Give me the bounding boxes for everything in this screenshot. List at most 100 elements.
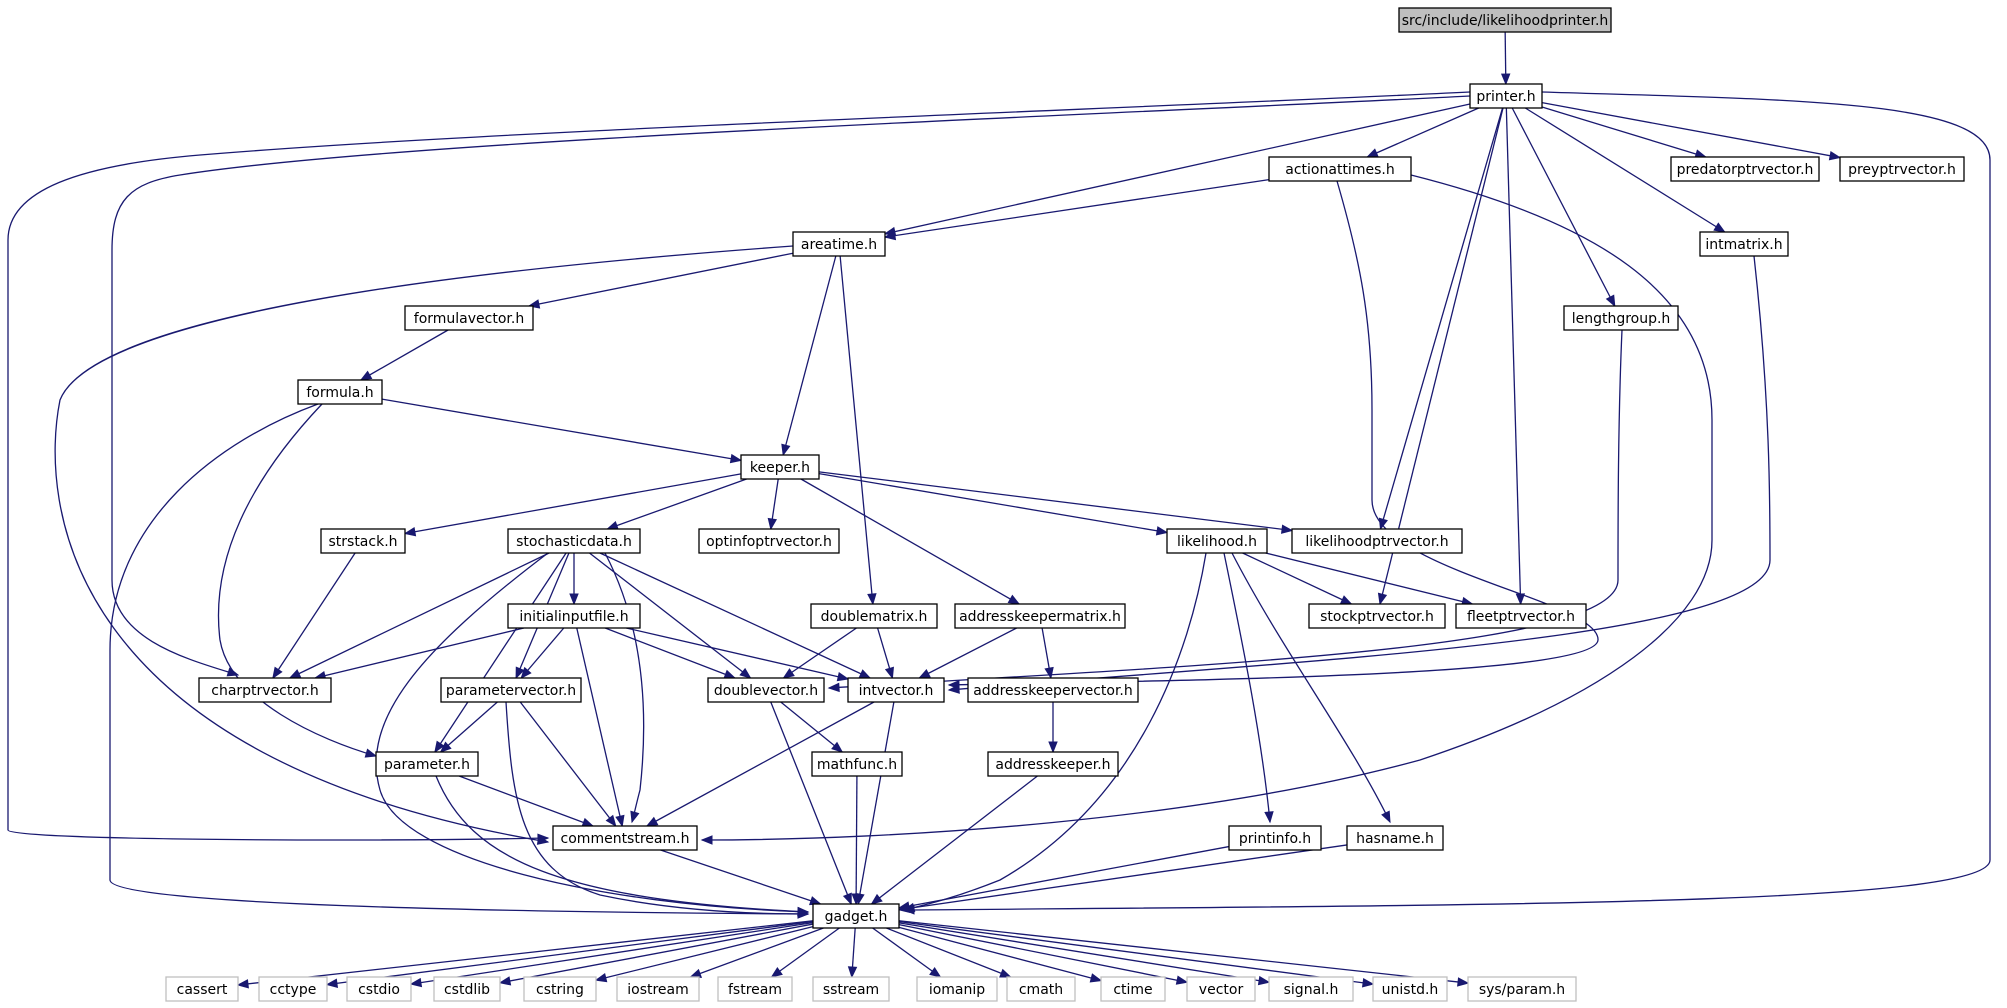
node-initialinputfile[interactable]: initialinputfile.h	[507, 603, 641, 629]
node-printinfo[interactable]: printinfo.h	[1228, 825, 1322, 851]
node-box-keeper	[740, 454, 820, 480]
node-box-gadget	[812, 903, 900, 929]
edge-gadget-to-signal	[898, 922, 1271, 986]
node-label-unistd: unistd.h	[1382, 982, 1439, 998]
node-stockptrvector[interactable]: stockptrvector.h	[1308, 603, 1446, 629]
node-label-cstdlib: cstdlib	[444, 982, 490, 998]
node-preyptrvector[interactable]: preyptrvector.h	[1839, 156, 1965, 182]
edge-gadget-to-ctime	[898, 926, 1103, 983]
node-formula[interactable]: formula.h	[297, 379, 383, 405]
node-formulavector[interactable]: formulavector.h	[404, 305, 534, 331]
node-label-vector: vector	[1199, 982, 1244, 998]
node-box-likelihoodprinter	[1398, 7, 1612, 33]
node-label-charptrvector: charptrvector.h	[211, 683, 318, 699]
edge-addresskeepermatrix-to-addresskeepervector	[1041, 627, 1054, 680]
node-box-parametervector	[440, 677, 582, 703]
edge-addresskeeper-to-gadget	[870, 775, 1038, 905]
node-box-charptrvector	[198, 677, 332, 703]
node-box-preyptrvector	[1839, 156, 1965, 182]
node-box-predatorptrvector	[1670, 156, 1820, 182]
node-addresskeepermatrix[interactable]: addresskeepermatrix.h	[954, 603, 1126, 629]
node-optinfoptrvector[interactable]: optinfoptrvector.h	[698, 528, 840, 554]
node-box-signal	[1268, 976, 1354, 1002]
node-box-intvector	[847, 677, 945, 703]
node-box-hasname	[1346, 825, 1444, 851]
node-box-cstring	[523, 976, 597, 1002]
edge-gadget-to-iostream	[689, 927, 824, 978]
node-stochasticdata[interactable]: stochasticdata.h	[507, 528, 641, 554]
edge-gadget-to-unistd	[898, 921, 1375, 988]
node-charptrvector[interactable]: charptrvector.h	[198, 677, 332, 703]
node-mathfunc[interactable]: mathfunc.h	[811, 751, 903, 777]
edge-parameter-to-commentstream	[458, 775, 595, 827]
edge-stochasticdata-to-doublevector	[589, 552, 752, 679]
node-cassert: cassert	[165, 976, 239, 1002]
edge-gadget-to-cstdlib	[498, 923, 814, 986]
node-vector: vector	[1186, 976, 1256, 1002]
node-gadget[interactable]: gadget.h	[812, 903, 900, 929]
node-commentstream[interactable]: commentstream.h	[552, 825, 698, 851]
edge-intvector-to-gadget	[855, 701, 895, 906]
node-doublematrix[interactable]: doublematrix.h	[810, 603, 938, 629]
node-predatorptrvector[interactable]: predatorptrvector.h	[1670, 156, 1820, 182]
edge-hasname-to-gadget	[897, 844, 1348, 913]
edge-gadget-to-cstdio	[409, 921, 814, 988]
node-label-cmath: cmath	[1019, 982, 1063, 998]
node-label-doublevector: doublevector.h	[714, 683, 818, 699]
node-label-strstack: strstack.h	[328, 534, 397, 550]
edge-layer	[7, 31, 1991, 989]
node-label-iomanip: iomanip	[929, 982, 985, 998]
node-box-initialinputfile	[507, 603, 641, 629]
node-layer: src/include/likelihoodprinter.h printer.h…	[165, 7, 1965, 1002]
node-printer[interactable]: printer.h	[1469, 83, 1543, 109]
edge-initialinputfile-to-charptrvector	[313, 627, 525, 681]
edge-printer-to-commentstream	[7, 91, 1471, 843]
node-box-actionattimes	[1268, 156, 1412, 182]
node-strstack[interactable]: strstack.h	[320, 528, 406, 554]
node-fleetptrvector[interactable]: fleetptrvector.h	[1455, 603, 1587, 629]
edge-gadget-to-cstring	[594, 925, 814, 983]
edge-parametervector-to-commentstream	[519, 701, 617, 828]
node-parametervector[interactable]: parametervector.h	[440, 677, 582, 703]
edge-gadget-to-fstream	[770, 927, 840, 978]
node-box-doublematrix	[810, 603, 938, 629]
edge-likelihoodprinter-to-printer	[1500, 31, 1511, 86]
node-iomanip: iomanip	[916, 976, 998, 1002]
node-likelihoodprinter[interactable]: src/include/likelihoodprinter.h	[1398, 7, 1612, 33]
node-areatime[interactable]: areatime.h	[792, 231, 886, 257]
node-likelihood[interactable]: likelihood.h	[1166, 528, 1268, 554]
edge-printer-to-intmatrix	[1524, 107, 1726, 233]
node-label-mathfunc: mathfunc.h	[817, 757, 897, 773]
edge-keeper-to-strstack	[403, 473, 742, 537]
node-intmatrix[interactable]: intmatrix.h	[1699, 231, 1789, 257]
node-box-doublevector	[707, 677, 825, 703]
node-box-intmatrix	[1699, 231, 1789, 257]
node-addresskeeper[interactable]: addresskeeper.h	[987, 751, 1119, 777]
node-keeper[interactable]: keeper.h	[740, 454, 820, 480]
node-label-printer: printer.h	[1476, 89, 1535, 105]
node-box-cctype	[258, 976, 328, 1002]
edge-keeper-to-likelihood	[818, 472, 1169, 536]
node-cmath: cmath	[1006, 976, 1076, 1002]
node-label-formulavector: formulavector.h	[414, 311, 524, 327]
node-addresskeepervector[interactable]: addresskeepervector.h	[967, 677, 1139, 703]
node-iostream: iostream	[616, 976, 700, 1002]
node-label-intvector: intvector.h	[859, 683, 934, 699]
edge-printer-to-predatorptrvector	[1541, 106, 1707, 159]
node-cstdlib: cstdlib	[433, 976, 501, 1002]
edge-doublevector-to-mathfunc	[780, 701, 844, 753]
node-intvector[interactable]: intvector.h	[847, 677, 945, 703]
node-box-fleetptrvector	[1455, 603, 1587, 629]
node-likelihoodptrvector[interactable]: likelihoodptrvector.h	[1291, 528, 1463, 554]
node-box-commentstream	[552, 825, 698, 851]
node-lengthgroup[interactable]: lengthgroup.h	[1563, 305, 1679, 331]
node-actionattimes[interactable]: actionattimes.h	[1268, 156, 1412, 182]
node-hasname[interactable]: hasname.h	[1346, 825, 1444, 851]
node-box-printer	[1469, 83, 1543, 109]
node-box-formula	[297, 379, 383, 405]
node-label-likelihoodptrvector: likelihoodptrvector.h	[1305, 534, 1448, 550]
node-box-areatime	[792, 231, 886, 257]
node-parameter[interactable]: parameter.h	[375, 751, 479, 777]
node-doublevector[interactable]: doublevector.h	[707, 677, 825, 703]
edge-formula-to-keeper	[381, 398, 743, 464]
